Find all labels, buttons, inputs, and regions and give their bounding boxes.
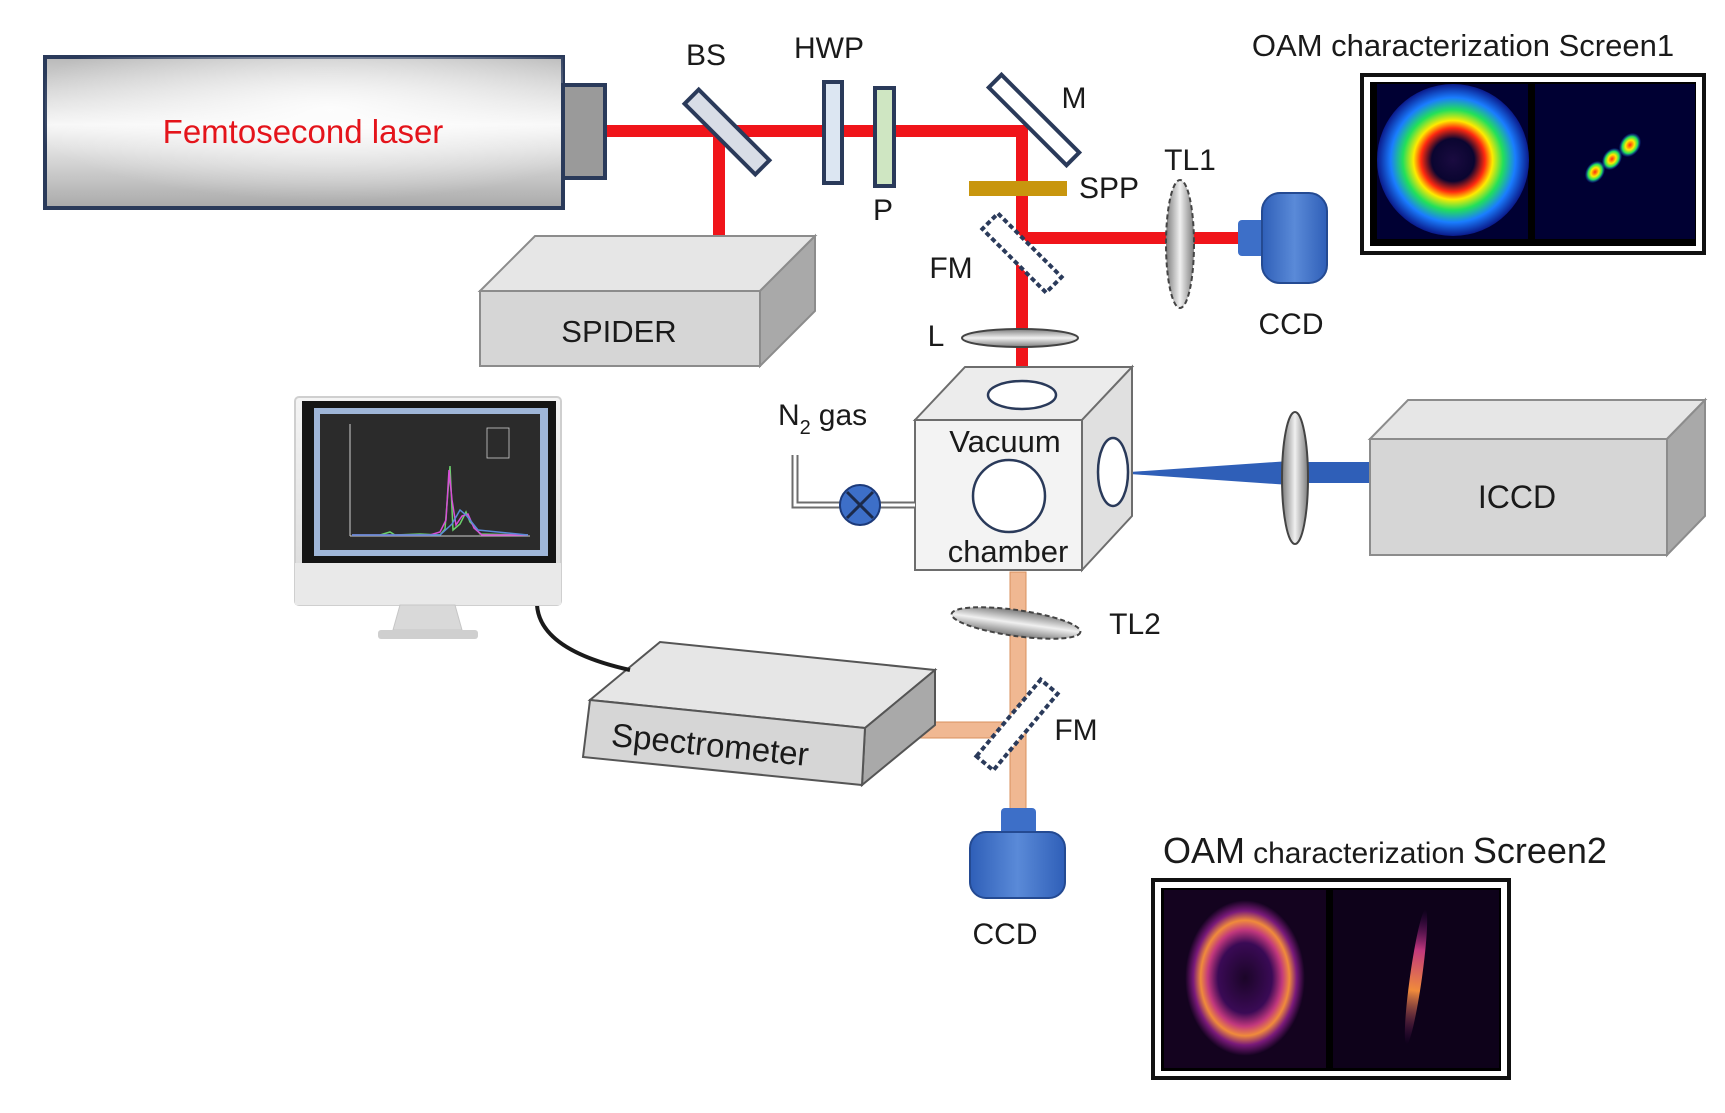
m-label: M	[1062, 82, 1087, 115]
iccd-lens	[1281, 411, 1309, 545]
half-wave-plate: HWP	[794, 32, 864, 185]
spider-box: SPIDER	[477, 233, 818, 369]
polarizer: P	[873, 86, 896, 227]
polarizer-plate	[873, 86, 896, 188]
iccd-top	[1367, 399, 1708, 440]
screen1-spot-2	[1601, 147, 1623, 171]
ccd-top-body	[1261, 192, 1328, 284]
l-lens	[961, 328, 1079, 348]
screen2-title-oam: OAM	[1163, 830, 1245, 871]
laser-label: Femtosecond laser	[163, 113, 444, 150]
monitor-plot-legend	[486, 427, 510, 459]
n2-main: N	[778, 399, 800, 432]
flip-mirror-bottom-plate	[973, 676, 1061, 774]
lens-tl1: TL1	[1164, 144, 1216, 309]
chamber-front-window	[971, 458, 1047, 534]
n2-gas: gas	[819, 399, 867, 432]
spp-plate	[969, 181, 1067, 196]
n2-gas-inlet: N2 gas	[778, 399, 915, 526]
ccd-top-nose	[1238, 220, 1268, 256]
mirror: M	[985, 71, 1087, 169]
n2-sub: 2	[800, 417, 811, 439]
tl1-label: TL1	[1164, 144, 1216, 177]
spectrometer-box: Spectrometer	[581, 640, 938, 788]
flip-mirror-top: FM	[929, 210, 1065, 296]
gas-valve-cross-b	[845, 490, 875, 520]
iccd-label: ICCD	[1478, 479, 1556, 515]
monitor-plot-trace-blue	[352, 508, 529, 536]
monitor-foot	[378, 630, 478, 639]
spider-label: SPIDER	[561, 314, 676, 349]
chamber-side-window	[1096, 436, 1130, 508]
beam-chamber-to-iccd	[1115, 461, 1290, 485]
monitor-cable	[535, 604, 631, 672]
fm-top-label: FM	[929, 252, 972, 285]
vacuum-label: Vacuum	[949, 424, 1060, 459]
laser-highlight	[45, 57, 563, 208]
oam-screen-1: OAM characterization Screen1	[1252, 28, 1706, 255]
spp-label: SPP	[1079, 172, 1139, 205]
lens-l: L	[928, 320, 1079, 353]
monitor-neck	[392, 604, 463, 631]
beam-splitter-plate	[681, 86, 773, 178]
ccd-camera-top: CCD	[1238, 192, 1328, 341]
hwp-label: HWP	[794, 32, 864, 65]
mirror-plate	[985, 71, 1083, 169]
chamber-label: chamber	[948, 534, 1069, 569]
fm-bottom-label: FM	[1054, 714, 1097, 747]
ccd-bottom-body	[969, 831, 1066, 899]
tl2-label: TL2	[1109, 608, 1161, 641]
p-label: P	[873, 194, 893, 227]
beam-splitter: BS	[681, 39, 773, 178]
flip-mirror-bottom: FM	[973, 676, 1098, 774]
tl1-lens	[1165, 179, 1195, 309]
bs-label: BS	[686, 39, 726, 72]
lens-iccd	[1281, 411, 1309, 545]
monitor-plot-area	[320, 414, 540, 550]
spider-top	[477, 235, 818, 292]
chamber-top-window	[986, 379, 1058, 411]
ccd-camera-bottom: CCD	[969, 808, 1066, 951]
screen1-title: OAM characterization Screen1	[1252, 28, 1674, 63]
ccd-top-label: CCD	[1259, 308, 1324, 341]
iccd-front	[1369, 438, 1668, 556]
iccd-box: ICCD	[1367, 397, 1708, 558]
spectrometer-front	[581, 698, 867, 787]
lens-tl2: TL2	[950, 606, 1161, 641]
tl2-lens	[950, 606, 1082, 640]
computer-monitor	[294, 396, 631, 672]
screen1-image-left-donut	[1377, 84, 1529, 236]
screen2-streak	[1404, 909, 1428, 1045]
laser-aperture	[561, 83, 607, 180]
spider-front	[479, 290, 761, 367]
hwp-plate	[822, 80, 844, 185]
screen1-spot-3	[1618, 132, 1642, 158]
vacuum-chamber: Vacuum chamber	[912, 364, 1135, 573]
screen2-title-end: Screen2	[1473, 830, 1607, 871]
ccd-bottom-label: CCD	[973, 918, 1038, 951]
femtosecond-laser: Femtosecond laser	[43, 55, 607, 210]
spiral-phase-plate: SPP	[969, 172, 1139, 205]
n2-label: N2 gas	[778, 399, 867, 439]
monitor-chin	[295, 563, 561, 605]
monitor-plot-trace-magenta	[352, 469, 528, 536]
l-label: L	[928, 320, 945, 353]
beam-chamber-to-ccd	[1009, 571, 1027, 818]
screen2-image-left-donut	[1185, 900, 1305, 1056]
screen1-spot-1	[1584, 160, 1606, 184]
screen2-title-mid: characterization	[1253, 837, 1465, 870]
